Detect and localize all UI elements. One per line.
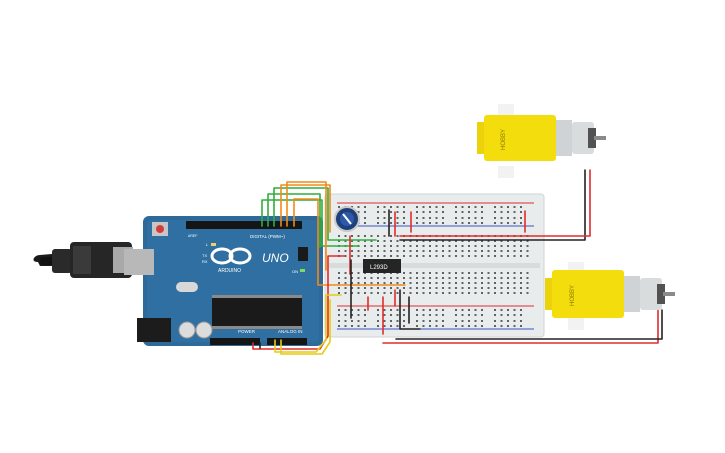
l-led	[211, 243, 216, 246]
atmega-chip	[212, 298, 302, 326]
analog-in-label: ANALOG IN	[278, 329, 303, 334]
rx-led-label: RX	[202, 259, 208, 264]
l293d-label: L293D	[370, 265, 388, 271]
arduino-uno-board[interactable]: ARDUINO UNO L TX RX ON DIGITAL (PWM~) AR…	[124, 216, 323, 346]
usb-cable-icon[interactable]	[33, 242, 133, 278]
crystal	[176, 282, 198, 292]
motor-top-label: HOBBY	[501, 129, 507, 150]
power-jack	[137, 318, 171, 342]
on-led	[300, 269, 305, 272]
icsp-header	[298, 247, 308, 261]
dc-motor-icon[interactable]: HOBBY	[545, 262, 675, 330]
usb-jack	[124, 249, 154, 275]
power-header[interactable]	[210, 338, 260, 345]
arduino-logo-text: ARDUINO	[218, 268, 241, 274]
aref-label: AREF	[188, 234, 197, 238]
analog-header[interactable]	[267, 338, 307, 345]
l-led-label: L	[206, 242, 209, 247]
dc-motor-icon[interactable]: HOBBY	[477, 104, 606, 178]
power-label: POWER	[238, 329, 256, 334]
capacitor	[195, 321, 213, 339]
uno-label: UNO	[262, 251, 289, 265]
capacitor	[178, 321, 196, 339]
on-led-label: ON	[292, 269, 298, 274]
l293d-chip[interactable]: L293D	[363, 259, 401, 273]
wires	[252, 169, 663, 355]
potentiometer-icon[interactable]	[334, 206, 360, 232]
motor-bottom-label: HOBBY	[570, 285, 576, 306]
digital-pwm-label: DIGITAL (PWM~)	[250, 234, 285, 239]
digital-header[interactable]	[186, 221, 302, 229]
arduino-logo-icon	[210, 247, 252, 265]
tx-led-label: TX	[202, 253, 207, 258]
